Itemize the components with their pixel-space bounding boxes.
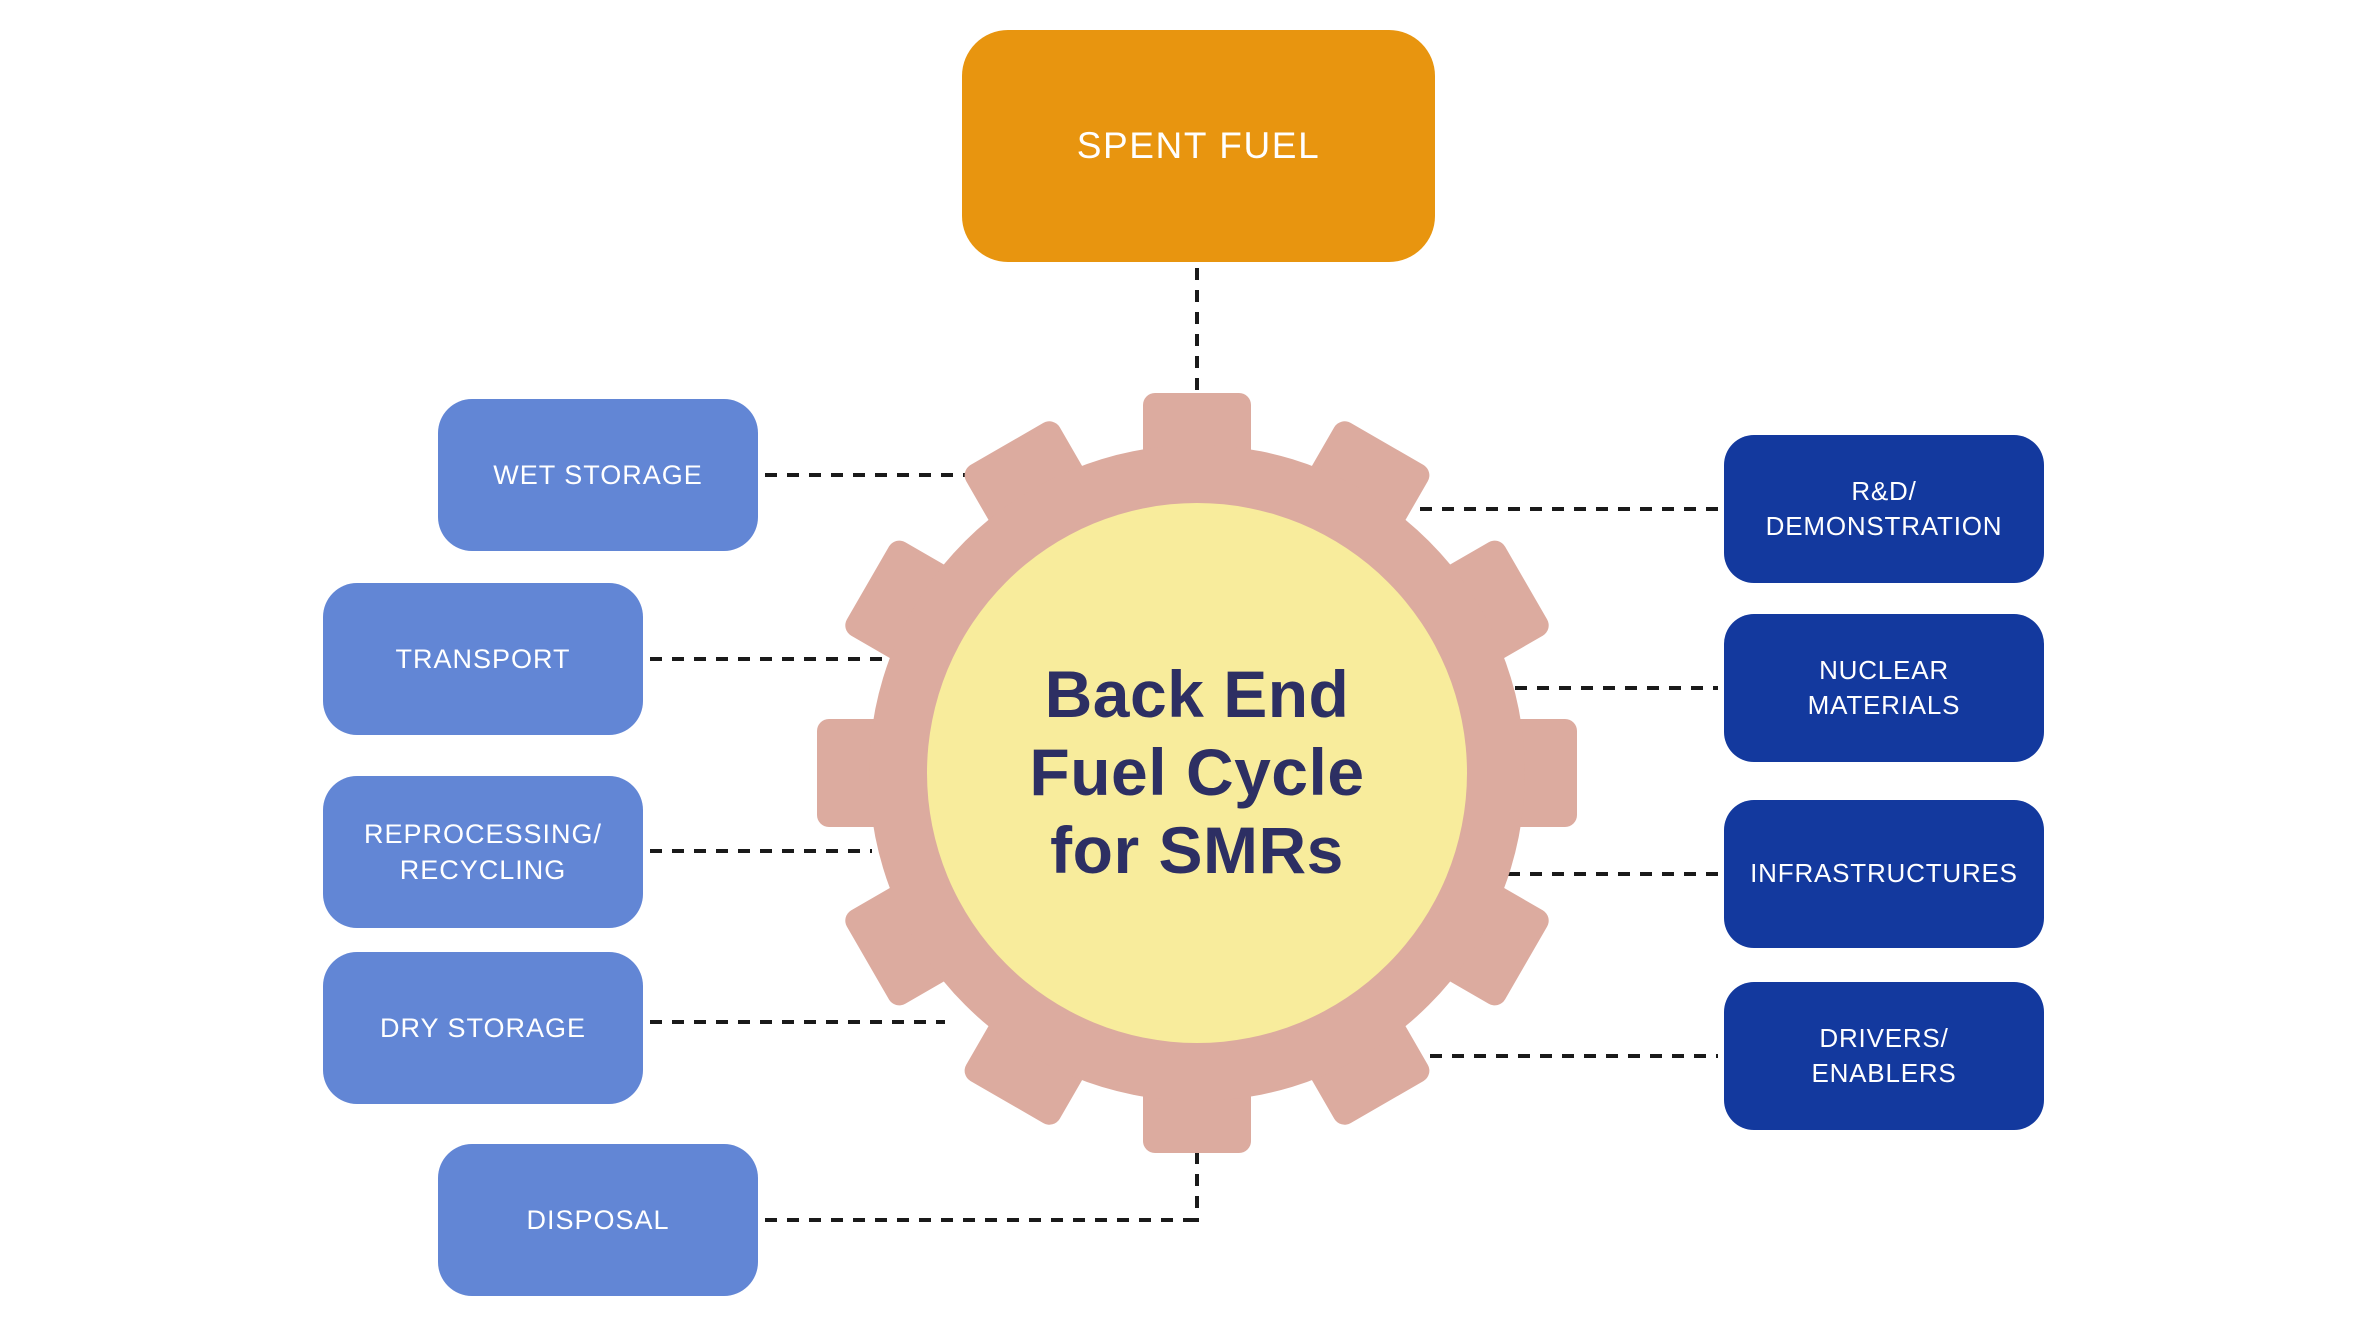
diagram-title: Back End Fuel Cycle for SMRs <box>1029 657 1365 887</box>
node-wet-storage: WET STORAGE <box>438 399 758 551</box>
node-drivers-enablers: DRIVERS/ ENABLERS <box>1724 982 2044 1130</box>
node-transport: TRANSPORT <box>323 583 643 735</box>
node-infrastructures: INFRASTRUCTURES <box>1724 800 2044 948</box>
node-dry-storage: DRY STORAGE <box>323 952 643 1104</box>
node-nuclear-materials: NUCLEAR MATERIALS <box>1724 614 2044 762</box>
node-disposal: DISPOSAL <box>438 1144 758 1296</box>
gear-icon <box>817 393 1577 1153</box>
node-reprocessing-recycling: REPROCESSING/ RECYCLING <box>323 776 643 928</box>
node-spent-fuel: SPENT FUEL <box>962 30 1435 262</box>
connector-lines <box>650 268 1718 1222</box>
node-rd-demonstration: R&D/ DEMONSTRATION <box>1724 435 2044 583</box>
